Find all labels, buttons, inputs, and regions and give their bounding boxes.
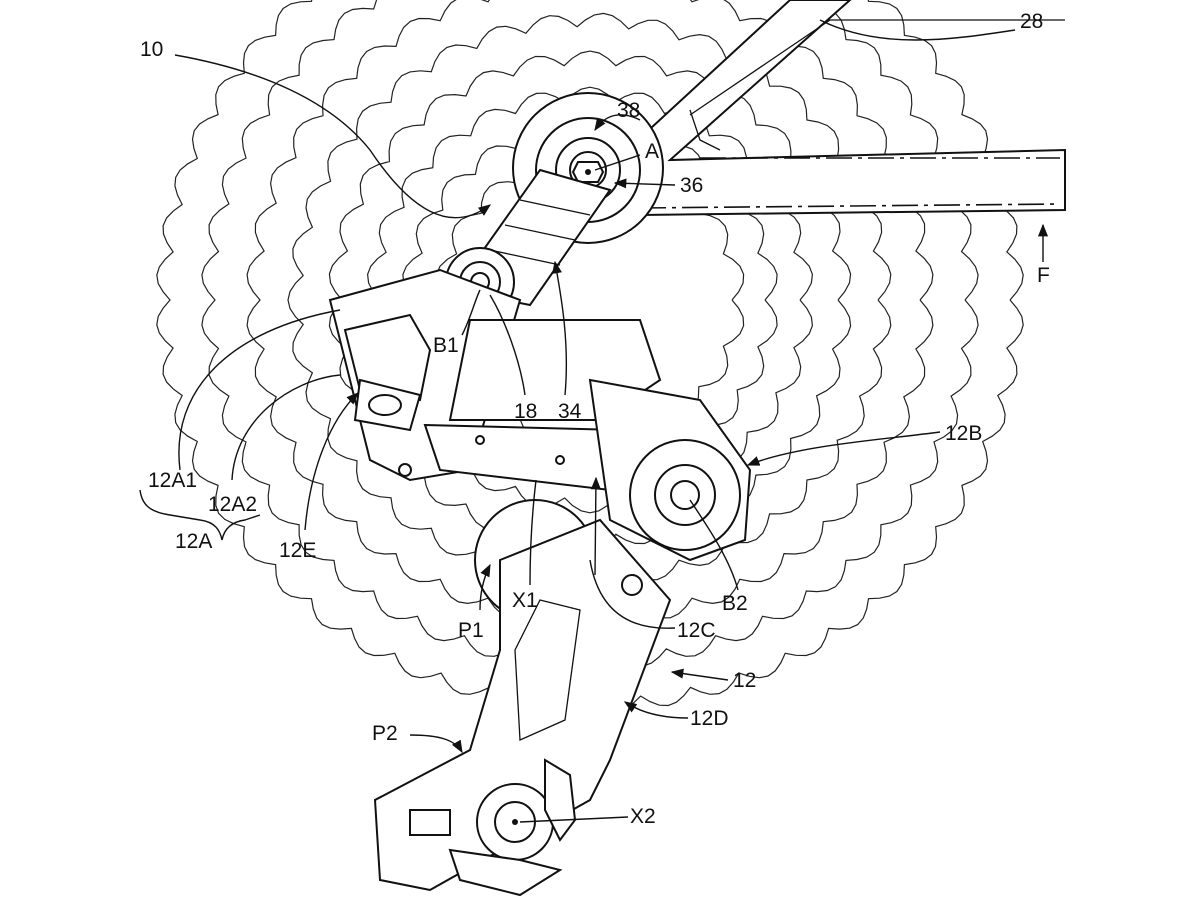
label-x2: X2 — [630, 805, 656, 828]
label-12a2: 12A2 — [208, 493, 257, 516]
label-12: 12 — [733, 669, 756, 692]
label-10: 10 — [140, 38, 163, 61]
label-12e: 12E — [279, 539, 316, 562]
label-12b: 12B — [945, 422, 982, 445]
label-12a1: 12A1 — [148, 469, 197, 492]
label-36: 36 — [680, 174, 703, 197]
chain-guide-12d — [375, 500, 670, 895]
label-12c: 12C — [677, 619, 716, 642]
label-12a: 12A — [175, 530, 212, 553]
label-f: F — [1037, 264, 1050, 287]
label-b2: B2 — [722, 592, 748, 615]
label-a: A — [645, 140, 659, 163]
label-p1: P1 — [458, 619, 484, 642]
label-28: 28 — [1020, 10, 1043, 33]
label-x1: X1 — [512, 589, 538, 612]
label-p2: P2 — [372, 722, 398, 745]
movable-member-12b — [590, 380, 750, 560]
label-18: 18 — [514, 400, 537, 423]
label-12d: 12D — [690, 707, 729, 730]
label-34: 34 — [558, 400, 582, 423]
label-38: 38 — [617, 99, 640, 122]
label-b1: B1 — [433, 334, 459, 357]
